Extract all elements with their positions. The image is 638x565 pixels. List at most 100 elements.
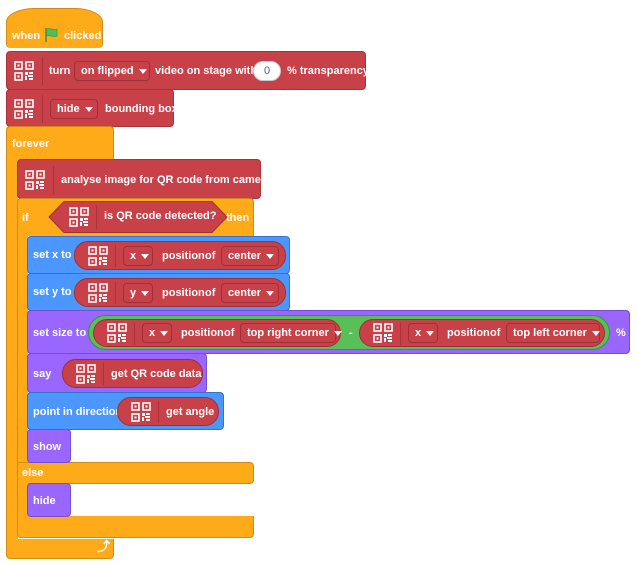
set-y-block[interactable]: set y to y position of center [27, 273, 290, 311]
position-reporter[interactable]: x position of center [74, 241, 286, 270]
position-label: position [181, 327, 224, 339]
set-y-label: set y to [33, 286, 72, 298]
chevron-down-icon [426, 330, 435, 336]
point-dropdown[interactable]: top right corner [240, 323, 342, 343]
icon-separator [53, 166, 54, 194]
icon-separator [400, 323, 401, 345]
else-label: else [22, 467, 44, 479]
point-in-direction-label: point in direction [33, 406, 123, 418]
chevron-down-icon [333, 330, 342, 336]
point-dropdown[interactable]: center [221, 246, 279, 266]
get-qr-data-label: get QR code data [111, 368, 202, 380]
set-x-label: set x to [33, 249, 72, 261]
icon-separator [115, 282, 116, 304]
position-label: position [162, 250, 205, 262]
hide-label: hide [33, 495, 56, 507]
of-label: of [490, 327, 501, 339]
show-block[interactable]: show [27, 429, 71, 463]
else-block-arm [17, 483, 28, 517]
forever-block-top[interactable]: forever [6, 126, 114, 160]
position-label: position [162, 287, 205, 299]
video-mode-dropdown[interactable]: on flipped [74, 61, 150, 81]
of-label: of [205, 250, 216, 262]
chevron-down-icon [591, 330, 600, 336]
of-label: of [224, 327, 235, 339]
icon-separator [134, 323, 135, 345]
else-block-row[interactable]: else [17, 462, 254, 484]
forever-block-arm [6, 159, 18, 540]
point-dropdown[interactable]: center [221, 283, 279, 303]
if-else-block-bottom[interactable] [17, 516, 254, 538]
qr-code-icon [14, 61, 34, 81]
analyse-image-block[interactable]: analyse image for QR code from camera [17, 159, 271, 199]
bounding-box-block[interactable]: hide bounding box [6, 89, 178, 127]
qr-code-icon [88, 246, 108, 266]
point-value: top left corner [513, 327, 587, 339]
get-angle-reporter[interactable]: get angle [117, 397, 219, 426]
forever-block-bottom[interactable]: ⤴ [6, 539, 114, 559]
qr-code-icon [14, 99, 34, 119]
icon-separator [158, 401, 159, 423]
icon-separator [42, 57, 43, 85]
icon-separator [42, 95, 43, 123]
then-label: then [226, 212, 250, 224]
transparency-input[interactable]: 0 [253, 61, 281, 81]
turn-label: turn [49, 65, 71, 77]
is-qr-detected-label: is QR code detected? [104, 210, 217, 222]
chevron-down-icon [266, 253, 275, 259]
qr-code-icon [76, 364, 96, 384]
minus-operator-label: - [349, 327, 353, 339]
of-label: of [205, 287, 216, 299]
get-angle-label: get angle [166, 406, 215, 418]
qr-code-icon [69, 207, 89, 227]
position-reporter-left[interactable]: x position of top right corner [93, 319, 342, 347]
is-qr-detected-reporter[interactable] [48, 201, 228, 233]
subtract-operator[interactable]: x position of top right corner - x posit… [88, 315, 610, 350]
position-reporter-right[interactable]: x position of top left corner [359, 319, 605, 347]
turn-video-block[interactable]: turn on flipped video on stage with 0 % … [6, 51, 369, 90]
coordinate-value: y [130, 287, 137, 299]
coordinate-dropdown[interactable]: x [142, 323, 172, 343]
point-value: center [228, 250, 262, 262]
qr-code-icon [373, 323, 393, 343]
point-dropdown[interactable]: top left corner [506, 323, 600, 343]
chevron-down-icon [84, 106, 93, 112]
transparency-label: % transparency [287, 65, 369, 77]
position-label: position [447, 327, 490, 339]
set-size-label: set size to [33, 327, 87, 339]
video-on-stage-label: video on stage with [155, 65, 258, 77]
when-flag-clicked-block[interactable]: when clicked [6, 8, 103, 48]
chevron-down-icon [141, 290, 150, 296]
set-size-block[interactable]: set size to x position of top right corn… [27, 310, 630, 354]
if-block-arm [17, 235, 28, 463]
when-label: when [12, 30, 41, 42]
qr-code-icon [107, 323, 127, 343]
position-reporter[interactable]: y position of center [74, 278, 286, 307]
coordinate-dropdown[interactable]: x [408, 323, 438, 343]
qr-code-icon [25, 170, 45, 190]
chevron-down-icon [160, 330, 169, 336]
icon-separator [115, 245, 116, 267]
qr-code-icon [131, 402, 151, 422]
coordinate-value: x [149, 327, 156, 339]
point-in-direction-block[interactable]: point in direction get angle [27, 392, 224, 430]
point-value: top right corner [247, 327, 329, 339]
coordinate-dropdown[interactable]: y [123, 283, 153, 303]
say-block[interactable]: say get QR code data [27, 353, 207, 393]
forever-label: forever [12, 138, 50, 150]
if-label: if [22, 212, 29, 224]
loop-arrow-icon: ⤴ [97, 539, 111, 554]
clicked-label: clicked [64, 30, 102, 42]
bounding-box-label: bounding box [105, 103, 178, 115]
chevron-down-icon [141, 253, 150, 259]
green-flag-icon [45, 28, 58, 42]
bounding-box-mode-dropdown[interactable]: hide [50, 99, 98, 119]
coordinate-dropdown[interactable]: x [123, 246, 153, 266]
set-x-block[interactable]: set x to x position of center [27, 236, 290, 274]
hide-block[interactable]: hide [27, 483, 71, 517]
say-label: say [33, 368, 52, 380]
chevron-down-icon [138, 68, 147, 74]
show-label: show [33, 441, 62, 453]
get-qr-data-reporter[interactable]: get QR code data [62, 359, 203, 388]
icon-separator [96, 205, 97, 229]
